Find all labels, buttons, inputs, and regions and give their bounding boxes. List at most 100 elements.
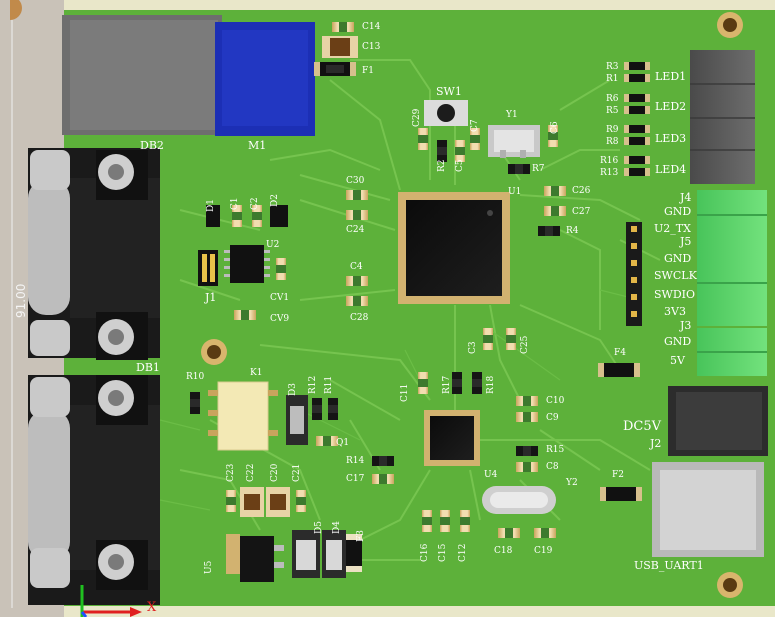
- swd-header: [626, 222, 642, 326]
- part-c5: [455, 140, 465, 162]
- part-c27: [544, 206, 566, 216]
- designator-y2: Y2: [566, 478, 578, 488]
- designator-c19: C19: [534, 546, 553, 556]
- label-m1: M1: [248, 139, 267, 152]
- part-c28: [346, 296, 368, 306]
- designator-c9: C9: [546, 413, 559, 423]
- designator-c24: C24: [346, 225, 365, 235]
- designator-c22: C22: [246, 463, 256, 482]
- designator-c20: C20: [270, 463, 280, 482]
- designator-y1: Y1: [506, 110, 518, 120]
- designator-c14: C14: [362, 22, 381, 32]
- part-c11: [418, 372, 428, 394]
- designator-u4: U4: [484, 470, 498, 480]
- led-header: [690, 50, 755, 184]
- part-cv9: [234, 310, 256, 320]
- j5-pin-gnd: GND: [664, 252, 692, 265]
- power-passives: [206, 36, 358, 578]
- designator-d5: D5: [314, 521, 324, 534]
- j4-pin-u2tx: U2_TX: [654, 222, 691, 235]
- part-c21: [296, 490, 306, 512]
- designator-c21: C21: [292, 463, 302, 482]
- part-c16: [422, 510, 432, 532]
- part-c8: [516, 462, 538, 472]
- designator-r13: R13: [600, 168, 619, 178]
- part-c2: [252, 205, 262, 227]
- designator-r15: R15: [546, 445, 565, 455]
- label-j1: J1: [205, 291, 217, 304]
- y1-crystal: [488, 125, 540, 158]
- designator-c29: C29: [412, 108, 422, 127]
- designator-c17: C17: [346, 474, 365, 484]
- designator-c16: C16: [420, 543, 430, 562]
- k1-relay: [208, 381, 278, 451]
- part-c24: [346, 210, 368, 220]
- part-r10: [190, 392, 200, 414]
- designator-c13: C13: [362, 42, 381, 52]
- designator-c7: C7: [470, 119, 480, 132]
- u2-chip: [224, 245, 270, 283]
- u4-chip: [424, 410, 480, 466]
- designator-r17: R17: [442, 375, 452, 394]
- part-q1: [316, 436, 338, 446]
- part-r15: [516, 446, 538, 456]
- sw1-button: [424, 100, 468, 126]
- part-c7: [470, 128, 480, 150]
- j4-pin-gnd: GND: [664, 205, 692, 218]
- label-j2: J2: [650, 437, 662, 450]
- designator-r10: R10: [186, 372, 205, 382]
- designator-d3: D3: [288, 383, 298, 396]
- db1-connector: [28, 375, 160, 605]
- part-c10: [516, 396, 538, 406]
- label-db2: DB2: [140, 139, 164, 152]
- designator-c28: C28: [350, 313, 369, 323]
- u5-regulator: [226, 534, 284, 582]
- part-c26: [544, 186, 566, 196]
- usb-connector: [652, 462, 764, 557]
- designator-r12: R12: [308, 375, 318, 394]
- smd-passives: [190, 22, 566, 538]
- part-c12: [460, 510, 470, 532]
- terminal-block-j3: [697, 328, 767, 376]
- part-r11: [328, 398, 338, 420]
- part-cv1: [276, 258, 286, 280]
- designator-c4: C4: [350, 262, 363, 272]
- part-c29: [418, 128, 428, 150]
- j1-jumper: [198, 250, 218, 286]
- part-c4: [346, 276, 368, 286]
- label-dc5v: DC5V: [623, 419, 662, 434]
- designator-c11: C11: [400, 383, 410, 402]
- fuses: [314, 62, 642, 572]
- designator-r5: R5: [606, 106, 619, 116]
- label-led4: LED4: [655, 163, 687, 176]
- part-c9: [516, 412, 538, 422]
- designator-c15: C15: [438, 543, 448, 562]
- label-j5: J5: [680, 235, 692, 248]
- designator-c26: C26: [572, 186, 591, 196]
- part-c6: [548, 125, 558, 147]
- designator-u1: U1: [508, 187, 522, 197]
- label-led1: LED1: [655, 70, 687, 83]
- designator-c2: C2: [250, 197, 260, 210]
- part-r18: [472, 372, 482, 394]
- designator-c18: C18: [494, 546, 513, 556]
- designator-r7: R7: [532, 164, 545, 174]
- designator-r6: R6: [606, 94, 619, 104]
- designator-r14: R14: [346, 456, 365, 466]
- label-usb-uart: USB_UART1: [634, 559, 704, 572]
- label-led2: LED2: [655, 100, 687, 113]
- part-c19: [534, 528, 556, 538]
- part-c15: [440, 510, 450, 532]
- j5-pin-swclk: SWCLK: [654, 269, 697, 282]
- label-j4: J4: [680, 191, 692, 204]
- designator-r18: R18: [486, 375, 496, 394]
- part-c3: [483, 328, 493, 350]
- part-r2: [437, 140, 447, 162]
- designator-r2: R2: [437, 159, 447, 172]
- designator-r3: R3: [606, 62, 619, 72]
- designator-c5: C5: [455, 159, 465, 172]
- designator-c27: C27: [572, 207, 591, 217]
- label-led3: LED3: [655, 132, 687, 145]
- designator-f1: F1: [362, 66, 374, 76]
